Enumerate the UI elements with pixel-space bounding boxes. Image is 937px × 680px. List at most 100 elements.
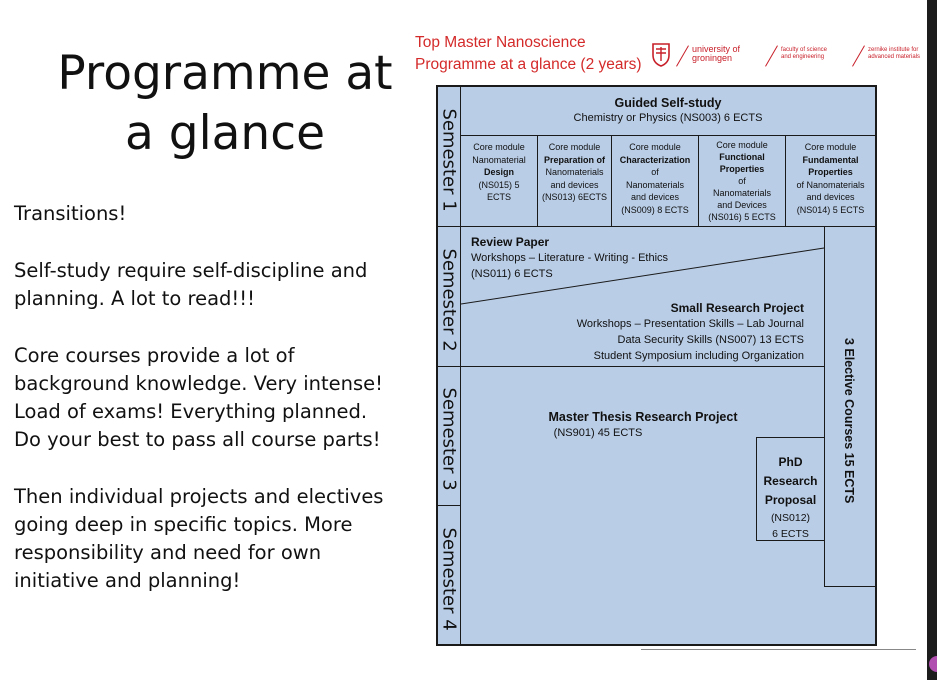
- text-line: initiative and planning!: [14, 569, 241, 592]
- semester-4-label: Semester 4: [438, 527, 460, 631]
- master-thesis-line: (NS901) 45 ECTS: [553, 427, 643, 439]
- logo-line: and engineering: [781, 54, 825, 60]
- semester-2-label: Semester 2: [438, 248, 460, 352]
- core-module-characterization: Core module Characterization of Nanomate…: [612, 141, 698, 216]
- elective-courses-label: 3 Elective Courses 15 ECTS: [842, 338, 856, 504]
- module-line: of Nanomaterials: [796, 179, 865, 190]
- guided-self-study-block: Guided Self-study Chemistry or Physics (…: [461, 95, 875, 126]
- title-line-1: Programme at: [57, 46, 393, 101]
- module-line: of: [738, 176, 746, 186]
- text-line: Then individual projects and electives: [14, 485, 384, 508]
- elective-divider: [824, 226, 825, 587]
- logo-line: zernike institute for: [868, 47, 919, 53]
- programme-diagram: Semester 1 Semester 2 Semester 3 Semeste…: [436, 85, 877, 646]
- text-line: Self-study require self-discipline and: [14, 259, 368, 282]
- module-line: and devices: [550, 179, 599, 190]
- phd-line: Proposal: [764, 493, 817, 507]
- review-paper-line: (NS011) 6 ECTS: [471, 268, 553, 280]
- review-paper-diagonal: [461, 247, 825, 305]
- university-crest-icon: [651, 41, 671, 72]
- master-thesis-title: Master Thesis Research Project: [548, 410, 738, 424]
- logo-line: university of: [692, 44, 741, 54]
- core-module-design: Core module Nanomaterial Design (NS015) …: [461, 141, 537, 204]
- text-line: Transitions!: [14, 202, 127, 225]
- title-line-2: a glance: [125, 106, 325, 161]
- module-line: and devices: [806, 192, 855, 202]
- module-line: (NS014) 5 ECTS: [796, 204, 865, 215]
- small-research-title: Small Research Project: [670, 301, 804, 315]
- guided-self-study-title: Guided Self-study: [614, 96, 722, 110]
- university-logo-text: university of groningen: [692, 45, 740, 63]
- module-line: Characterization: [619, 154, 691, 165]
- module-line: and devices: [630, 192, 680, 202]
- phd-line: PhD: [778, 455, 803, 469]
- module-divider: [537, 135, 538, 226]
- core-module-functional-properties: Core module Functional Properties of Nan…: [699, 139, 785, 223]
- module-line: Core module: [716, 140, 768, 150]
- module-line: Properties: [719, 164, 765, 174]
- module-line: Preparation of: [543, 154, 605, 165]
- diagram-header-subtitle: Programme at a glance (2 years): [415, 56, 642, 73]
- review-paper-title: Review Paper: [471, 235, 550, 249]
- text-line: responsibility and need for own: [14, 541, 322, 564]
- zernike-logo-text: zernike institute for advanced materials: [868, 47, 920, 61]
- phd-line: Research: [763, 474, 818, 488]
- text-line: background knowledge. Very intense!: [14, 372, 383, 395]
- small-research-line: Data Security Skills (NS007) 13 ECTS: [617, 334, 804, 346]
- phd-proposal-block: PhD Research Proposal (NS012) 6 ECTS: [757, 453, 824, 542]
- module-line: Core module: [548, 142, 601, 152]
- text-line: Do your best to pass all course parts!: [14, 428, 381, 451]
- diagram-header-title: Top Master Nanoscience: [415, 34, 586, 51]
- module-line: Properties: [808, 167, 853, 177]
- logo-divider: [852, 45, 865, 67]
- module-line: and Devices: [717, 200, 767, 210]
- logo-line: faculty of science: [781, 47, 828, 53]
- module-line: (NS015) 5: [478, 179, 520, 190]
- semester-divider: [438, 226, 875, 227]
- core-module-preparation: Core module Preparation of Nanomaterials…: [538, 141, 611, 204]
- module-line: of: [651, 167, 659, 177]
- small-research-project-block: Small Research Project Workshops – Prese…: [548, 300, 804, 364]
- module-line: Nanomaterials: [712, 188, 772, 198]
- module-line: Core module: [473, 142, 525, 152]
- text-line: Load of exams! Everything planned.: [14, 400, 368, 423]
- module-line: Nanomaterials: [625, 179, 685, 190]
- module-line: Design: [483, 167, 514, 177]
- phd-divider: [756, 540, 824, 541]
- logo-divider: [676, 45, 689, 67]
- text-line: planning. A lot to read!!!: [14, 287, 255, 310]
- module-divider: [698, 135, 699, 226]
- module-line: Functional: [719, 152, 765, 162]
- edge-marker: [929, 656, 937, 672]
- module-line: Core module: [629, 142, 681, 152]
- logo-line: advanced materials: [868, 54, 921, 60]
- logo-divider: [765, 45, 778, 67]
- master-thesis-block: Master Thesis Research Project (NS901) 4…: [461, 409, 825, 441]
- module-line: (NS016) 5 ECTS: [708, 212, 776, 222]
- elective-divider: [824, 586, 875, 587]
- module-line: (NS009) 8 ECTS: [621, 204, 689, 215]
- module-divider: [785, 135, 786, 226]
- faculty-logo-text: faculty of science and engineering: [781, 47, 827, 61]
- module-line: (NS013) 6ECTS: [541, 192, 608, 202]
- phd-line: 6 ECTS: [772, 528, 809, 540]
- guided-self-study-subtitle: Chemistry or Physics (NS003) 6 ECTS: [573, 112, 763, 124]
- bottom-rule: [641, 649, 916, 650]
- module-line: Nanomaterials: [545, 167, 604, 177]
- guided-divider: [460, 135, 875, 136]
- semester-1-label: Semester 1: [438, 108, 460, 212]
- page-title: Programme at a glance: [40, 44, 410, 164]
- module-line: Fundamental: [802, 154, 859, 165]
- small-research-line: Workshops – Presentation Skills – Lab Jo…: [576, 318, 804, 330]
- text-line: going deep in specific topics. More: [14, 513, 353, 536]
- review-paper-block: Review Paper Workshops – Literature - Wr…: [471, 234, 668, 282]
- paragraph-transitions: Transitions!: [14, 200, 414, 228]
- semester-column-divider: [460, 87, 461, 644]
- module-divider: [611, 135, 612, 226]
- paragraph-self-study: Self-study require self-discipline and p…: [14, 257, 414, 313]
- logo-line: groningen: [692, 53, 733, 63]
- paragraph-individual-projects: Then individual projects and electives g…: [14, 483, 414, 595]
- screen-edge: [927, 0, 937, 680]
- module-line: Core module: [804, 142, 857, 152]
- module-line: Nanomaterial: [472, 154, 526, 165]
